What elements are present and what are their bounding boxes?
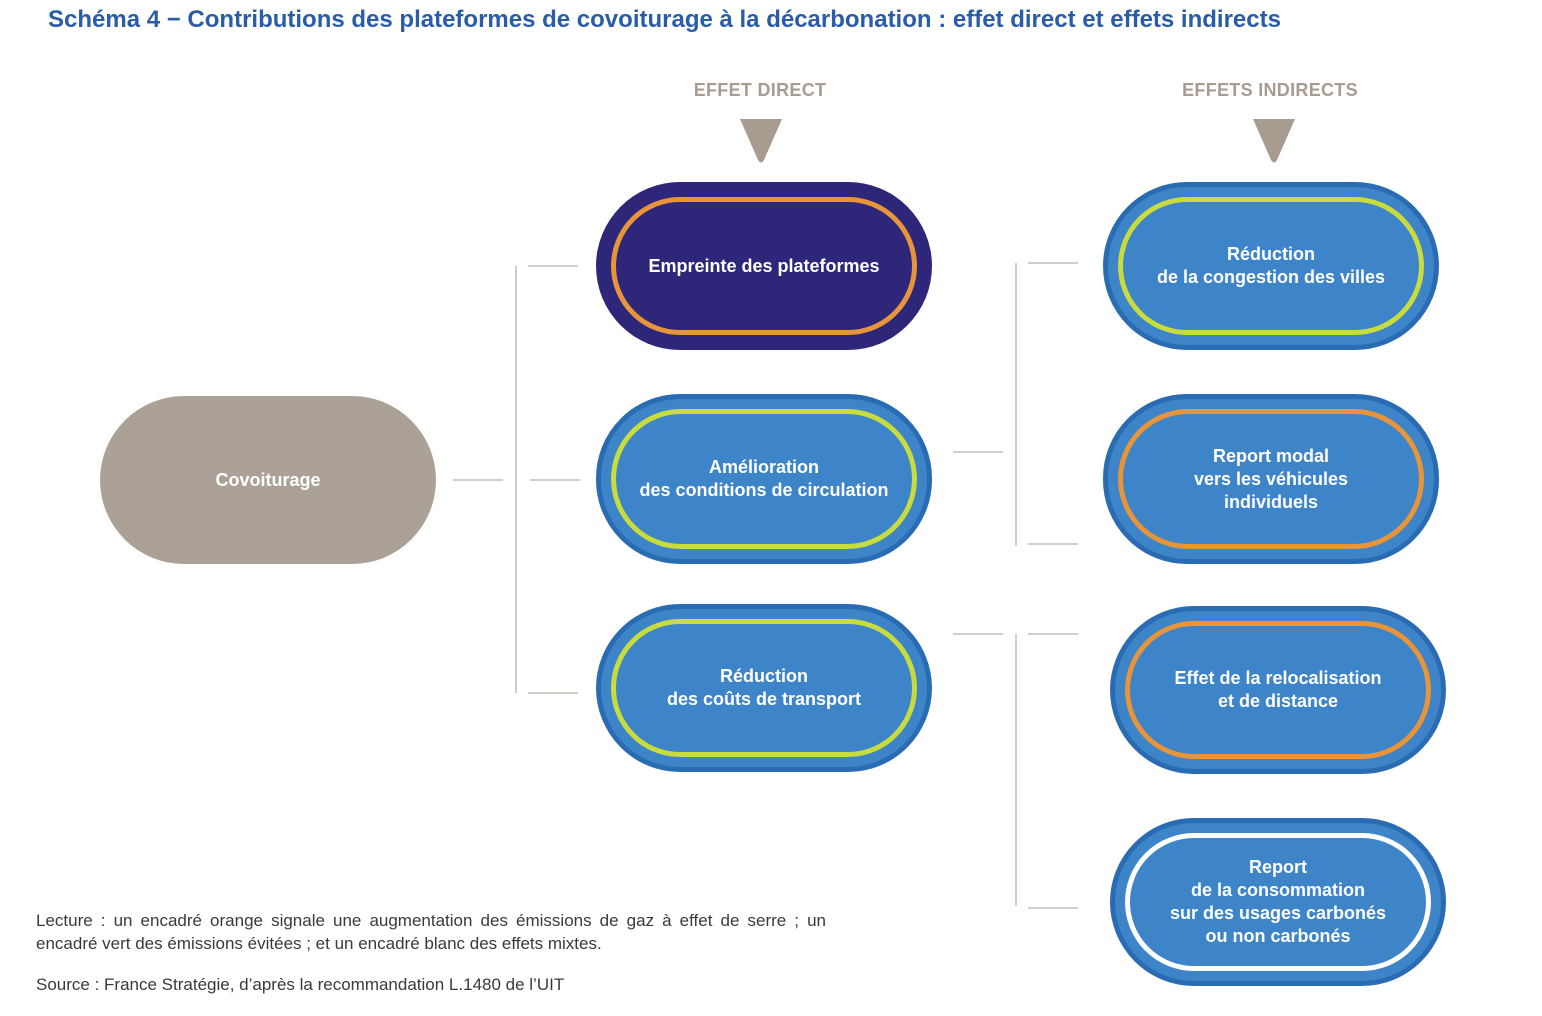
node-covoiturage-label: Covoiturage (215, 469, 321, 490)
node-relocalisation-label: Effet de la relocalisation et de distanc… (1174, 668, 1382, 711)
node-report-modal-label: Report modal vers les véhicules individu… (1193, 445, 1349, 512)
green-outline (611, 619, 917, 757)
node-covoiturage: Covoiturage (100, 396, 436, 564)
white-outline (1125, 833, 1431, 971)
figure-title: Schéma 4 − Contributions des plateformes… (48, 6, 1281, 33)
header-direct: EFFET DIRECT (693, 80, 827, 100)
legend-note: Lecture : un encadré orange signale une … (36, 911, 826, 953)
node-empreinte-label: Empreinte des plateformes (648, 255, 880, 276)
node-report-consommation-label: Report de la consommation sur des usages… (1169, 857, 1387, 946)
node-report-modal: Report modal vers les véhicules individu… (1103, 394, 1439, 564)
node-report-consommation: Report de la consommation sur des usages… (1110, 818, 1446, 986)
orange-outline (1125, 621, 1431, 759)
node-reduction-congestion: Réduction de la congestion des villes (1103, 182, 1439, 350)
node-amelioration-circulation: Amélioration des conditions de circulati… (596, 394, 932, 564)
indirect-arrow-icon (1253, 119, 1295, 163)
direct-arrow-icon (740, 119, 782, 163)
node-reduction-congestion-label: Réduction de la congestion des villes (1156, 244, 1386, 287)
node-empreinte-plateformes: Empreinte des plateformes (596, 182, 932, 350)
node-relocalisation: Effet de la relocalisation et de distanc… (1110, 606, 1446, 774)
node-reduction-couts: Réduction des coûts de transport (596, 604, 932, 772)
green-outline (1118, 197, 1424, 335)
source-note: Source : France Stratégie, d’après la re… (36, 975, 565, 994)
node-reduction-couts-label: Réduction des coûts de transport (666, 666, 862, 709)
orange-outline (611, 197, 917, 335)
green-outline (611, 409, 917, 549)
orange-outline (1118, 409, 1424, 549)
header-indirect: EFFETS INDIRECTS (1182, 80, 1358, 100)
node-amelioration-label: Amélioration des conditions de circulati… (639, 457, 889, 500)
